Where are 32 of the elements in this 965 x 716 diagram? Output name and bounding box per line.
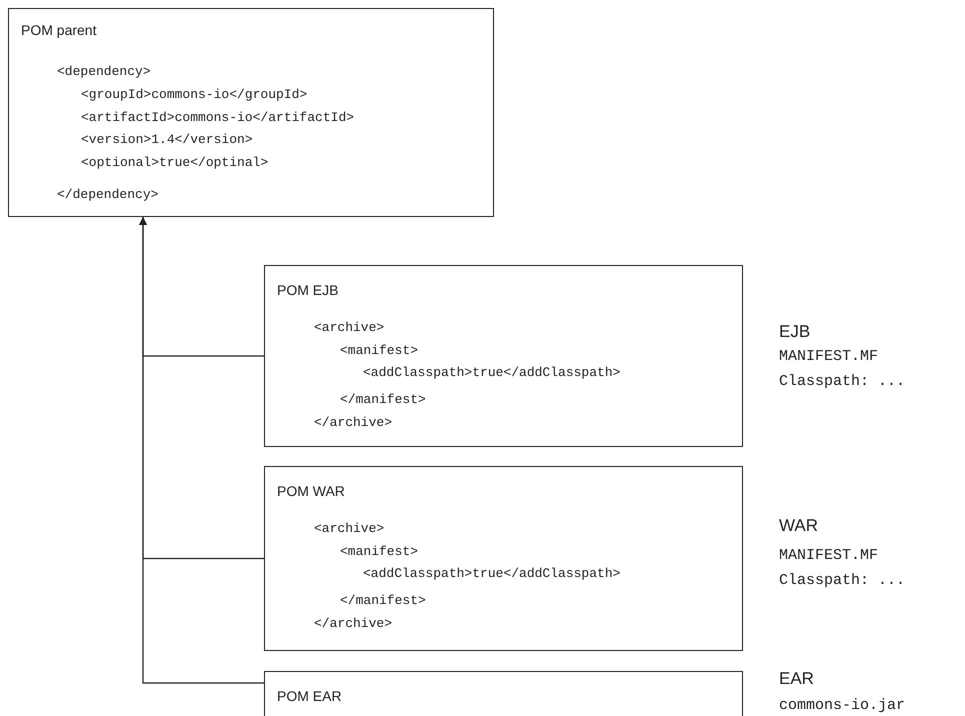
code-line: <manifest> [340, 544, 418, 559]
box-heading: POM WAR [277, 483, 345, 499]
manifest-text: MANIFEST.MF [779, 547, 878, 564]
box-heading: POM EAR [277, 688, 342, 704]
code-line: <optional>true</optinal> [81, 155, 268, 170]
code-line: <archive> [314, 521, 384, 536]
pom-box [264, 265, 743, 447]
code-line: <archive> [314, 320, 384, 335]
manifest-text: MANIFEST.MF [779, 348, 878, 365]
archive-type-label: EJB [779, 322, 810, 342]
code-line: <addClasspath>true</addClasspath> [363, 365, 620, 380]
code-line: </manifest> [340, 392, 426, 407]
arrow [139, 217, 264, 684]
code-line: <artifactId>commons-io</artifactId> [81, 110, 354, 125]
code-line: </archive> [314, 616, 392, 631]
code-line: </manifest> [340, 593, 426, 608]
code-line: <addClasspath>true</addClasspath> [363, 566, 620, 581]
code-line: </archive> [314, 415, 392, 430]
code-line: <dependency> [57, 64, 151, 79]
pom-box [8, 8, 494, 217]
manifest-text: Classpath: ... [779, 373, 906, 390]
archive-type-label: EAR [779, 669, 814, 689]
code-line: <version>1.4</version> [81, 132, 253, 147]
archive-type-label: WAR [779, 516, 818, 536]
code-line: <groupId>commons-io</groupId> [81, 87, 308, 102]
box-heading: POM EJB [277, 282, 338, 298]
pom-box [264, 466, 743, 651]
manifest-text: commons-io.jar [779, 697, 906, 714]
manifest-text: Classpath: ... [779, 572, 906, 589]
code-line: </dependency> [57, 187, 158, 202]
box-heading: POM parent [21, 22, 96, 38]
code-line: <manifest> [340, 343, 418, 358]
